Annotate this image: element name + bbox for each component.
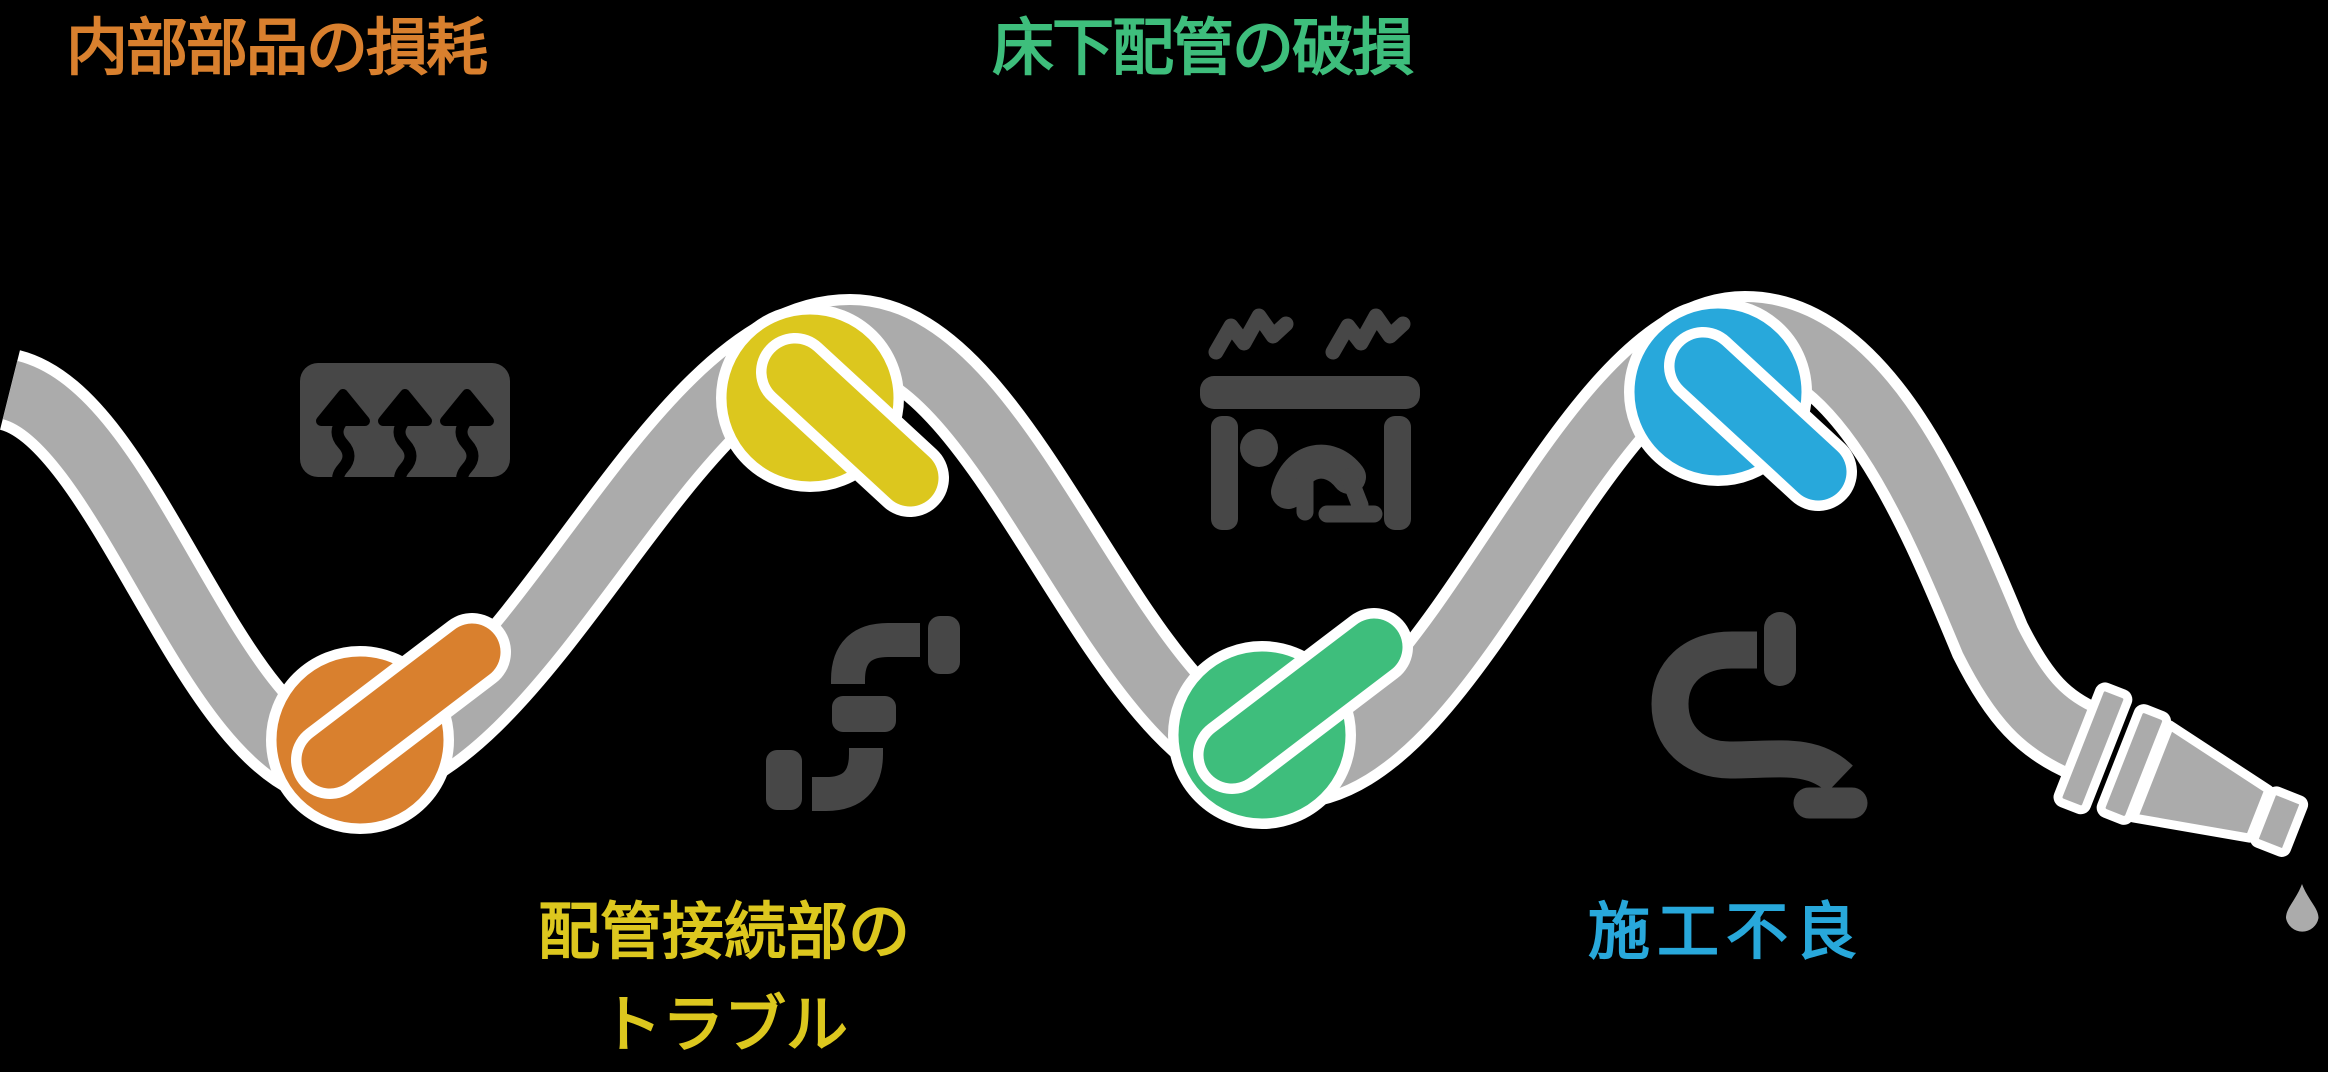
- floor-post-right: [1384, 416, 1411, 530]
- knot-internal-parts-wear: [266, 613, 511, 834]
- knot-loop-end: [301, 623, 501, 789]
- knot-pipe-joint-trouble: [716, 304, 949, 517]
- label-pipe-joint-trouble: 配管接続部の トラブル: [450, 886, 998, 1072]
- knot-loop-end: [1203, 618, 1403, 784]
- floor-post-left: [1211, 416, 1238, 530]
- underfloor-inspection-icon: [1200, 308, 1420, 530]
- nozzle-tip: [2249, 786, 2309, 857]
- pipe-segment-2: [928, 616, 960, 674]
- pipe-segment-1: [766, 750, 802, 810]
- crawling-person: [1240, 429, 1383, 523]
- label-underfloor-pipe-damage: 床下配管の破損: [992, 14, 1414, 83]
- water-drop-icon: [2286, 884, 2319, 932]
- curved-pipe-icon: [1651, 612, 1868, 819]
- nozzle-collar-1: [2053, 682, 2133, 815]
- floor-bar: [1200, 376, 1420, 409]
- knot-poor-construction: [1624, 298, 1857, 511]
- pipe-coupling: [832, 696, 896, 732]
- pipe-elbow-lower: [812, 748, 883, 811]
- nozzle-icon: [2053, 682, 2309, 857]
- label-internal-parts-wear: 内部部品の損耗: [66, 14, 488, 83]
- pipe-stub: [1764, 612, 1796, 686]
- pipe-curve: [1651, 631, 1853, 794]
- label-poor-construction: 施工不良: [1588, 898, 1865, 967]
- heat-arrows: [316, 389, 494, 488]
- pipe-elbow-upper: [831, 623, 920, 684]
- label-pipe-joint-trouble-line1: 配管接続部の: [537, 898, 910, 967]
- knot-underfloor-pipe-damage: [1168, 608, 1413, 829]
- pipe-joint-icon: [766, 616, 960, 811]
- heating-element-icon: [300, 363, 510, 488]
- knot-loop-end: [1674, 337, 1847, 501]
- knot-loop-end: [766, 343, 939, 507]
- steam-squiggles: [1208, 308, 1411, 360]
- label-pipe-joint-trouble-line2: トラブル: [599, 991, 848, 1060]
